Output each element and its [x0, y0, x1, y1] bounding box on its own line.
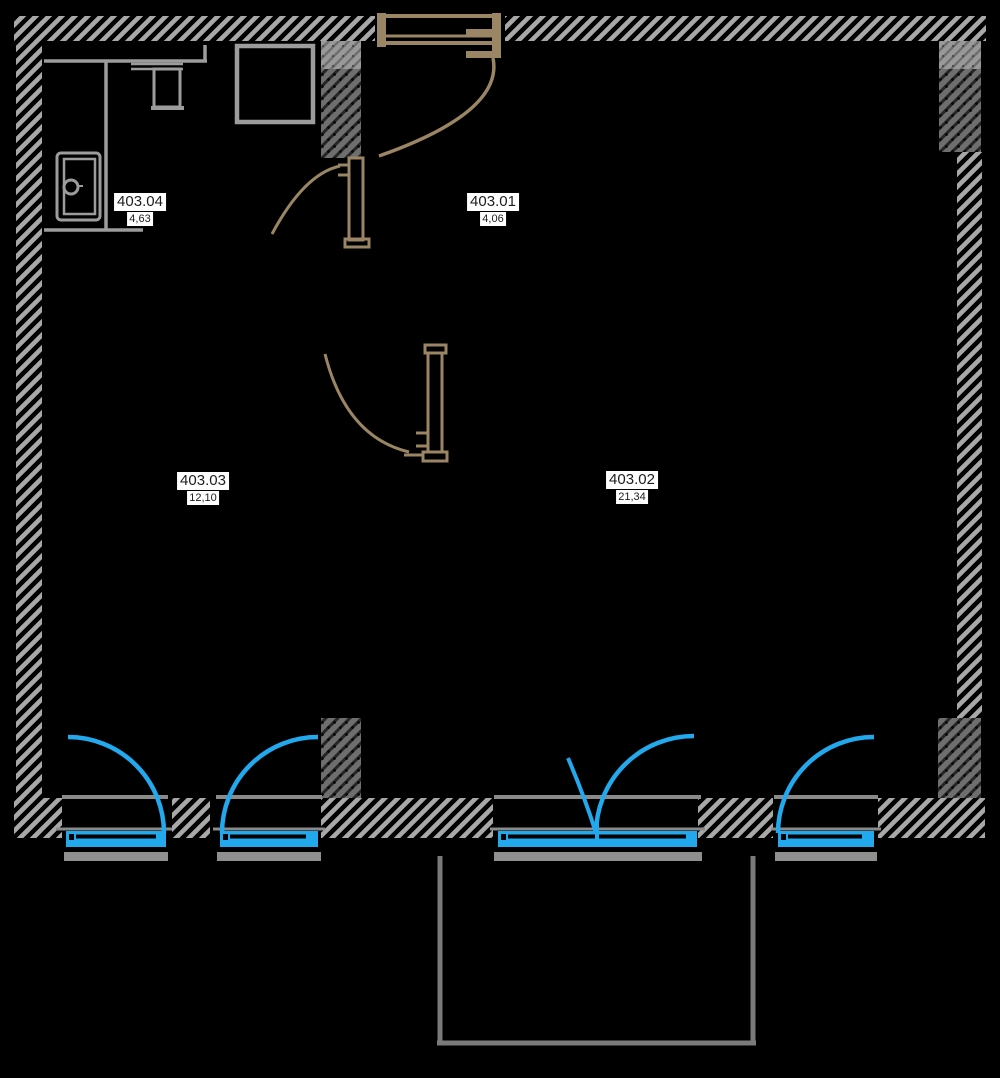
window1-glass-slot [76, 834, 156, 839]
room-id: 403.01 [467, 193, 519, 211]
window-center-swing-main [593, 733, 695, 835]
window1-sill [64, 852, 168, 861]
window2-glass-slot [230, 834, 306, 839]
column-hall-top [321, 41, 361, 69]
wall-bottom-mid [321, 798, 493, 838]
entrance-door-frame-tooth-bottom [466, 51, 492, 58]
window2-sill [217, 852, 321, 861]
room-area: 4,63 [127, 212, 153, 226]
bath-fixture-outer [55, 151, 102, 222]
bath-fixture-knob [62, 178, 80, 196]
window1-frame [66, 831, 166, 847]
room-id: 403.02 [606, 471, 658, 489]
wall-top-right [505, 16, 986, 41]
bath-door-swing [270, 164, 341, 235]
room-label-403-01: 403.01 4,06 [467, 193, 519, 226]
room-area: 4,06 [480, 212, 506, 226]
entrance-door-jamb-right [492, 13, 501, 58]
room-id: 403.04 [114, 193, 166, 211]
wall-left [16, 16, 42, 838]
column-bottom-mid [321, 718, 361, 798]
entrance-door-jamb-left [377, 13, 386, 47]
wall-right [957, 152, 982, 718]
column-hall [321, 69, 361, 158]
entrance-door-swing [378, 57, 496, 158]
bath-door-leaf [347, 156, 365, 242]
window-center-swing-small [566, 757, 598, 834]
room-door-cap-bottom [421, 450, 449, 463]
room-area: 21,34 [616, 490, 648, 504]
entrance-door-frame-tooth-top [466, 29, 492, 36]
room-door-leaf [426, 351, 444, 454]
wall-bottom-right [878, 798, 985, 838]
pier-between-window1-2 [172, 798, 210, 838]
window-center-handle-notch [501, 834, 506, 840]
room-label-403-03: 403.03 12,10 [177, 472, 229, 505]
window3-glass-slot [788, 834, 862, 839]
wall-bottom-corner-left [14, 798, 62, 838]
room-label-403-04: 403.04 4,63 [114, 193, 166, 226]
room-label-403-02: 403.02 21,34 [606, 471, 658, 504]
window2-handle-notch [223, 834, 228, 840]
room-area: 12,10 [187, 491, 219, 505]
window3-swing [775, 734, 875, 834]
pier-between-center-3 [698, 798, 773, 838]
window3-handle-notch [781, 834, 786, 840]
appliance-square [234, 43, 316, 125]
window-center-sill [494, 852, 702, 861]
window2-swing [219, 734, 319, 834]
column-topright [939, 69, 981, 152]
window3-sill [775, 852, 877, 861]
column-bottom-right [938, 718, 981, 798]
room-door-swing [323, 353, 410, 454]
wall-top-left [14, 16, 375, 41]
window1-handle-notch [69, 834, 74, 840]
room-id: 403.03 [177, 472, 229, 490]
window2-frame [220, 831, 318, 847]
plan-shapes [14, 13, 986, 1046]
window1-swing [67, 734, 167, 834]
column-topright-top [939, 41, 981, 69]
window3-frame [778, 831, 874, 847]
sink-basin [152, 67, 182, 109]
bath-door-cap [343, 237, 371, 249]
